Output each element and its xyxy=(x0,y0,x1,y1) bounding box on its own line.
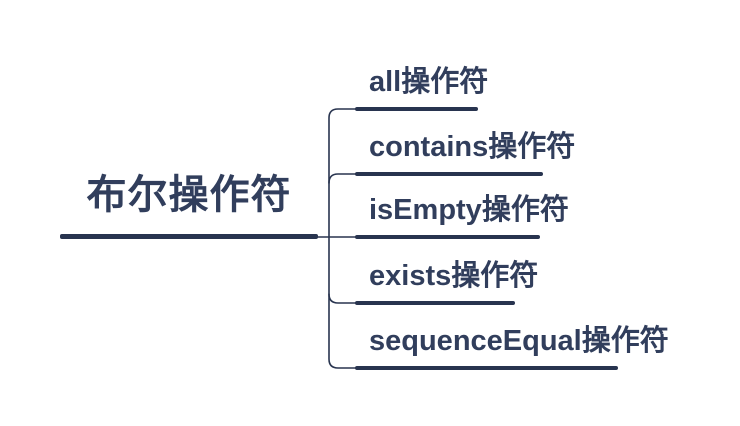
branch-node-underline xyxy=(355,235,540,239)
branch-node-underline xyxy=(355,107,478,111)
connector-branch-contains xyxy=(328,173,357,184)
connector-branch-exists xyxy=(328,293,357,304)
connector-trunk xyxy=(328,108,357,369)
root-node[interactable]: 布尔操作符 xyxy=(60,172,318,239)
branch-node-label: all操作符 xyxy=(369,66,489,98)
root-node-underline xyxy=(60,234,318,239)
root-node-label: 布尔操作符 xyxy=(86,173,292,217)
branch-node-all[interactable]: all操作符 xyxy=(355,65,489,111)
branch-node-isempty[interactable]: isEmpty操作符 xyxy=(355,193,569,239)
branch-node-label: isEmpty操作符 xyxy=(369,194,569,226)
branch-node-underline xyxy=(355,366,618,370)
branch-node-label: exists操作符 xyxy=(369,260,539,292)
branch-node-underline xyxy=(355,172,543,176)
branch-node-contains[interactable]: contains操作符 xyxy=(355,130,576,176)
branch-node-label: contains操作符 xyxy=(369,131,576,163)
branch-node-sequenceequal[interactable]: sequenceEqual操作符 xyxy=(355,324,669,370)
branch-node-exists[interactable]: exists操作符 xyxy=(355,259,539,305)
branch-node-underline xyxy=(355,301,515,305)
branch-node-label: sequenceEqual操作符 xyxy=(369,325,669,357)
